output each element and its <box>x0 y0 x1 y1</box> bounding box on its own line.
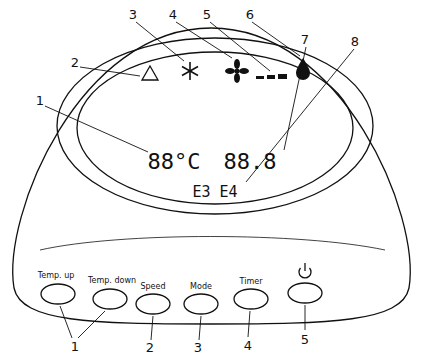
lcd-digits: 88°C <box>148 151 201 173</box>
callout-number: 3 <box>129 8 137 21</box>
callout-number: 5 <box>301 333 309 346</box>
callout-number: 1 <box>71 340 79 353</box>
mode-button <box>184 294 218 314</box>
callout-number: 2 <box>71 56 79 69</box>
temp-down-button <box>93 289 127 309</box>
callout-number: 6 <box>246 8 254 21</box>
display-rim <box>57 38 373 214</box>
callout-number: 4 <box>244 339 252 352</box>
callout-number: 4 <box>169 8 177 21</box>
lcd-digits: 88.8 <box>224 151 277 173</box>
button-label: Temp. up <box>38 272 75 280</box>
temp-up-button <box>41 284 75 304</box>
callout-number: 3 <box>194 341 202 354</box>
button-label: Temp. down <box>88 277 136 285</box>
callout-number: 2 <box>146 341 154 354</box>
snowflake-icon <box>182 62 198 80</box>
button-label: Mode <box>190 283 212 291</box>
fan-speed-bars <box>256 74 287 79</box>
speed-button <box>136 294 170 314</box>
leader-line <box>45 22 354 340</box>
callout-number: 5 <box>203 8 211 21</box>
callout-number: 7 <box>301 33 309 46</box>
button-label: Timer <box>240 278 263 286</box>
display-window <box>77 52 353 204</box>
timer-button <box>234 289 268 309</box>
fan-icon <box>225 59 249 83</box>
error-code: E3 E4 <box>192 185 237 200</box>
panel-shell <box>13 28 410 324</box>
button-label: Speed <box>140 283 165 291</box>
power-symbol <box>304 263 305 271</box>
callout-number: 1 <box>36 94 44 107</box>
warning-triangle <box>142 66 158 80</box>
panel-ridge <box>40 237 385 251</box>
callout-number: 8 <box>351 35 359 48</box>
power-button <box>288 283 322 303</box>
